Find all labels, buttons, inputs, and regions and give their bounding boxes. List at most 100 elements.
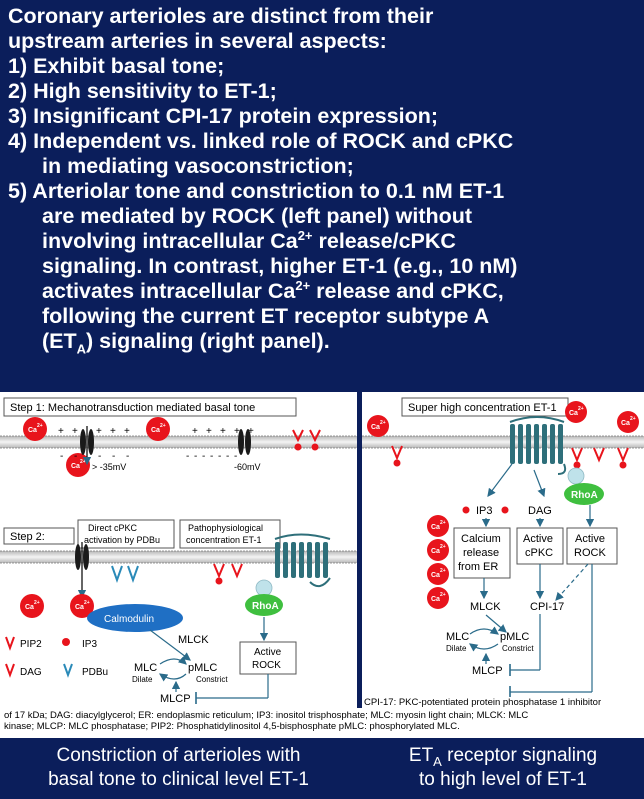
step2-box <box>3 527 75 545</box>
svg-text:from ER: from ER <box>458 561 498 573</box>
calcium-channel-open <box>80 426 94 466</box>
pmlc-label: pMLC <box>500 631 529 643</box>
point-2: 2) High sensitivity to ET-1; <box>8 79 277 103</box>
ip3-icon <box>619 461 627 469</box>
gtp-icon <box>255 579 273 597</box>
svg-text:Ca: Ca <box>25 604 34 611</box>
ip3-label: IP3 <box>476 505 493 517</box>
constrict-label: Constrict <box>196 675 228 684</box>
svg-text:2+: 2+ <box>440 592 446 598</box>
svg-text:concentration ET-1: concentration ET-1 <box>186 535 262 545</box>
rhoa-label: RhoA <box>571 490 598 501</box>
point-5c: involving intracellular Ca2+ release/cPK… <box>42 227 456 253</box>
svg-text:Pathophysiological: Pathophysiological <box>188 523 263 533</box>
svg-text:Ca: Ca <box>569 410 578 417</box>
svg-text:2+: 2+ <box>440 544 446 550</box>
svg-text:2+: 2+ <box>440 520 446 526</box>
svg-text:+: + <box>192 426 198 437</box>
patho-et1-box <box>179 519 281 549</box>
ca-ion-icon: Ca 2+ <box>70 594 94 618</box>
cpi17-label: CPI-17 <box>530 601 564 613</box>
footer-left-caption: Constriction of arterioles with basal to… <box>0 738 357 799</box>
mlc-label: MLC <box>134 662 157 674</box>
right-diagram-panel: Super high concentration ET-1 Ca 2+ Ca 2… <box>362 392 644 708</box>
svg-text:-: - <box>74 451 77 462</box>
svg-text:2+: 2+ <box>84 600 90 606</box>
svg-text:Ca: Ca <box>371 424 380 431</box>
svg-text:-: - <box>194 451 197 462</box>
svg-text:+: + <box>96 426 102 437</box>
footer-right-line-1: ETA receptor signaling <box>408 745 598 769</box>
svg-text:release: release <box>463 547 499 559</box>
ca-ion-icon: Ca 2+ <box>427 539 449 561</box>
calcium-release-box <box>453 527 511 579</box>
calmodulin-label: Calmodulin <box>104 614 154 625</box>
svg-text:2+: 2+ <box>37 423 43 429</box>
svg-text:-: - <box>186 451 189 462</box>
ip3-icon <box>501 506 509 514</box>
calmodulin-shape <box>87 604 183 632</box>
svg-text:-: - <box>210 451 213 462</box>
point-5g: (ETA) signaling (right panel). <box>42 329 330 357</box>
ca-ion-icon: Ca 2+ <box>427 515 449 537</box>
ca-ion-icon: Ca 2+ <box>20 594 44 618</box>
mlcp-label: MLCP <box>472 665 503 677</box>
ip3-icon <box>311 443 319 451</box>
et-receptor-icon <box>274 533 331 588</box>
svg-text:+: + <box>110 426 116 437</box>
calcium-channel-open <box>75 542 89 599</box>
pdbu-legend-icon <box>63 663 73 678</box>
membrane-top <box>0 436 357 448</box>
svg-text:-: - <box>234 451 237 462</box>
svg-text:2+: 2+ <box>80 459 86 465</box>
svg-text:2+: 2+ <box>578 406 584 412</box>
point-4b: in mediating vasoconstriction; <box>42 154 354 178</box>
ca-ion-icon: Ca 2+ <box>146 417 170 441</box>
dilate-label: Dilate <box>446 644 467 653</box>
abbr-line-2: kinase; MLCP: MLC phosphatase; PIP2: Pho… <box>4 721 460 732</box>
abbr-line-1: of 17 kDa; DAG: diacylglycerol; ER: endo… <box>4 710 529 721</box>
svg-text:IP3: IP3 <box>82 639 97 650</box>
point-3: 3) Insignificant CPI-17 protein expressi… <box>8 104 439 128</box>
pip2-icon <box>391 445 629 463</box>
point-5b: are mediated by ROCK (left panel) withou… <box>42 204 473 228</box>
active-cpkc-box <box>516 527 564 565</box>
abbreviations-note: of 17 kDa; DAG: diacylglycerol; ER: endo… <box>0 708 644 738</box>
dag-legend-icon <box>5 663 15 678</box>
svg-text:ROCK: ROCK <box>574 547 606 559</box>
mlc-label: MLC <box>446 631 469 643</box>
rhoa-shape <box>245 594 283 616</box>
ip3-icon <box>393 459 401 467</box>
svg-text:+: + <box>220 426 226 437</box>
svg-text:+: + <box>58 426 64 437</box>
point-5e: activates intracellular Ca2+ release and… <box>42 277 504 303</box>
pdbu-icon <box>111 565 139 583</box>
cpi17-note: CPI-17: PKC-potentiated protein phosphat… <box>364 697 644 708</box>
svg-text:Active: Active <box>523 533 553 545</box>
point-4a: 4) Independent vs. linked role of ROCK a… <box>8 129 514 153</box>
mlck-label: MLCK <box>178 634 209 646</box>
ca-ion-icon: Ca 2+ <box>23 417 47 441</box>
pip2-icon <box>213 563 243 579</box>
voltage-label-35: > -35mV <box>92 462 126 472</box>
ca-ion-icon: Ca 2+ <box>427 587 449 609</box>
svg-text:-: - <box>218 451 221 462</box>
ca-ion-icon: Ca 2+ <box>565 401 587 423</box>
gtp-icon <box>567 467 585 485</box>
eta-receptor-icon <box>509 416 567 475</box>
svg-text:+: + <box>234 426 240 437</box>
active-rock-box <box>239 641 297 675</box>
step1-box <box>3 397 297 417</box>
membrane <box>362 436 644 448</box>
ca-ion-icon: Ca 2+ <box>617 411 639 433</box>
left-diagram-panel: Step 1: Mechanotransduction mediated bas… <box>0 392 357 708</box>
right-title: Super high concentration ET-1 <box>408 402 557 414</box>
membrane-bottom <box>0 551 357 563</box>
mlck-label: MLCK <box>470 601 501 613</box>
svg-text:ROCK: ROCK <box>252 660 281 671</box>
svg-text:+: + <box>248 426 254 437</box>
pip2-legend-icon <box>5 636 15 651</box>
direct-cpkc-box <box>77 519 175 549</box>
svg-text:Direct cPKC: Direct cPKC <box>88 523 138 533</box>
legend: PIP2 IP3 DAG PDBu <box>5 636 108 678</box>
